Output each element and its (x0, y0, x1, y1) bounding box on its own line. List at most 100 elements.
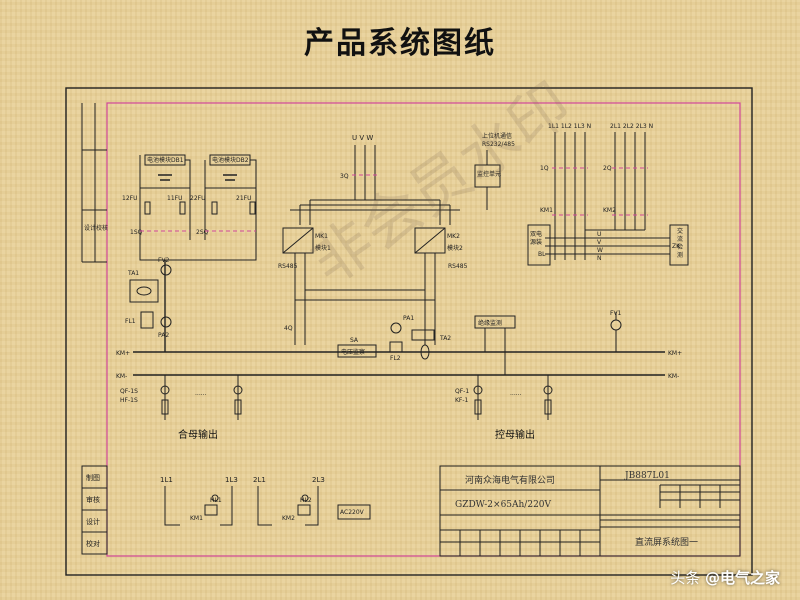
fuse-11fu-label: 11FU (167, 195, 182, 202)
hl2-label: HL2 (300, 497, 312, 504)
km1-label: KM1 (540, 207, 553, 214)
q3-label: 3Q (340, 173, 349, 180)
footer-source: 头条 (670, 569, 701, 587)
footer-handle: @电气之家 (704, 569, 780, 587)
pa1-meter (390, 322, 402, 334)
bus-km-plus-label: KM+ (116, 350, 130, 357)
fv2-label: FV2 (158, 257, 170, 264)
output-right-caption: 控母输出 (495, 428, 535, 441)
ta1-box (129, 279, 159, 303)
inner-frame (106, 102, 741, 557)
pa1-label: PA1 (403, 315, 414, 322)
svg-text:HF-1S: HF-1S (120, 397, 138, 404)
drawing-number: JB887L01 (624, 471, 670, 481)
sa-label: SA (350, 337, 359, 344)
mk1-name: 模块1 (315, 244, 331, 252)
svg-text:V: V (597, 239, 602, 246)
mk2-name: 模块2 (447, 244, 463, 252)
ac-in-right: 2L1 2L2 2L3 N (610, 123, 653, 130)
left-tb-3: 设计 (86, 517, 100, 526)
fuse-22fu (211, 201, 218, 215)
outer-frame (65, 87, 753, 576)
svg-text:......: ...... (510, 390, 522, 397)
battery-module-2-label: 电池模块DB2 (212, 156, 249, 164)
bus-km-minus-label-right: KM- (668, 373, 679, 380)
svg-text:QF-1S: QF-1S (120, 388, 138, 395)
fuse-12fu-label: 12FU (122, 195, 137, 202)
uvw-label: U V W (352, 134, 373, 142)
power-box-label: AC220V (340, 509, 365, 516)
bottom-1l3: 1L3 (225, 476, 238, 484)
svg-text:源装: 源装 (530, 238, 542, 246)
page-title: 产品系统图纸 (304, 26, 496, 61)
svg-text:测: 测 (677, 251, 683, 259)
drawing-name: 直流屏系统图一 (635, 536, 698, 548)
fl2-shunt (389, 341, 403, 353)
svg-text:RS232/485: RS232/485 (482, 141, 515, 148)
top-monitor-note: 上位机通信 (482, 132, 512, 140)
left-strip-label: 设计校核 (84, 224, 108, 232)
km2-bottom-label: KM2 (282, 515, 295, 522)
mk1-label: MK1 (315, 233, 328, 240)
fl1-shunt (140, 311, 154, 329)
power-box (337, 504, 371, 520)
ta2-box (411, 329, 435, 341)
q2-label: 2Q (603, 165, 612, 172)
bottom-1l1: 1L1 (160, 476, 173, 484)
mk1-box (282, 227, 314, 254)
km1-bottom-label: KM1 (190, 515, 203, 522)
sa-box (337, 344, 377, 358)
title-block (439, 465, 741, 557)
fv2-meter (160, 264, 172, 276)
fuse-21fu (249, 201, 256, 215)
svg-text:W: W (597, 247, 603, 254)
output-branches-right: QF-1 KF-1 ...... (455, 375, 553, 420)
zk-label: ZK (672, 243, 681, 250)
mk2-box (414, 227, 446, 254)
switch-2sq-label: 2SQ (196, 229, 209, 236)
fuse-22fu-label: 22FU (190, 195, 205, 202)
svg-text:KF-1: KF-1 (455, 397, 469, 404)
bus-km-plus-label-right: KM+ (668, 350, 682, 357)
rs485-left: RS485 (278, 263, 298, 270)
uvwn-label: U (597, 231, 601, 238)
svg-text:流: 流 (677, 235, 683, 243)
switch-1sq-label: 1SQ (130, 229, 143, 236)
ac-detect-box (669, 224, 689, 266)
bl-label: BL (538, 251, 546, 258)
footer-credit: 头条 @电气之家 (670, 567, 780, 588)
fv1-meter (610, 319, 622, 331)
svg-text:检: 检 (677, 243, 683, 251)
fuse-12fu (144, 201, 151, 215)
model-label: GZDW-2×65Ah/220V (455, 500, 552, 510)
mk2-label: MK2 (447, 233, 460, 240)
insulation-label: 绝缘监测 (478, 319, 502, 327)
company-name: 河南众海电气有限公司 (465, 474, 555, 486)
pa2-meter (160, 316, 172, 328)
insulation-box (474, 315, 516, 329)
switch-device-box (527, 224, 551, 266)
bottom-2l3: 2L3 (312, 476, 325, 484)
km2-label: KM2 (603, 207, 616, 214)
output-left-caption: 合母输出 (178, 428, 218, 441)
fl2-label: FL2 (390, 355, 401, 362)
left-tb-1: 制图 (86, 473, 100, 482)
hl1-label: HL1 (210, 497, 222, 504)
left-tb-4: 校对 (86, 539, 100, 548)
ta2-label: TA2 (439, 335, 451, 342)
switch-device-label: 双电 (530, 230, 542, 238)
svg-text:QF-1: QF-1 (455, 388, 469, 395)
fuse-11fu (179, 201, 186, 215)
battery-module-1-label: 电池模块DB1 (147, 156, 184, 164)
rs485-right: RS485 (448, 263, 468, 270)
sq4-label: 4Q (284, 325, 293, 332)
fl1-label: FL1 (125, 318, 136, 325)
output-branches-left: QF-1S HF-1S ...... (120, 375, 243, 420)
q1-label: 1Q (540, 165, 549, 172)
pa2-label: PA2 (158, 332, 169, 339)
bottom-2l1: 2L1 (253, 476, 266, 484)
fuse-21fu-label: 21FU (236, 195, 251, 202)
ta1-label: TA1 (127, 270, 139, 277)
ac-detect-label: 交 (677, 227, 683, 235)
